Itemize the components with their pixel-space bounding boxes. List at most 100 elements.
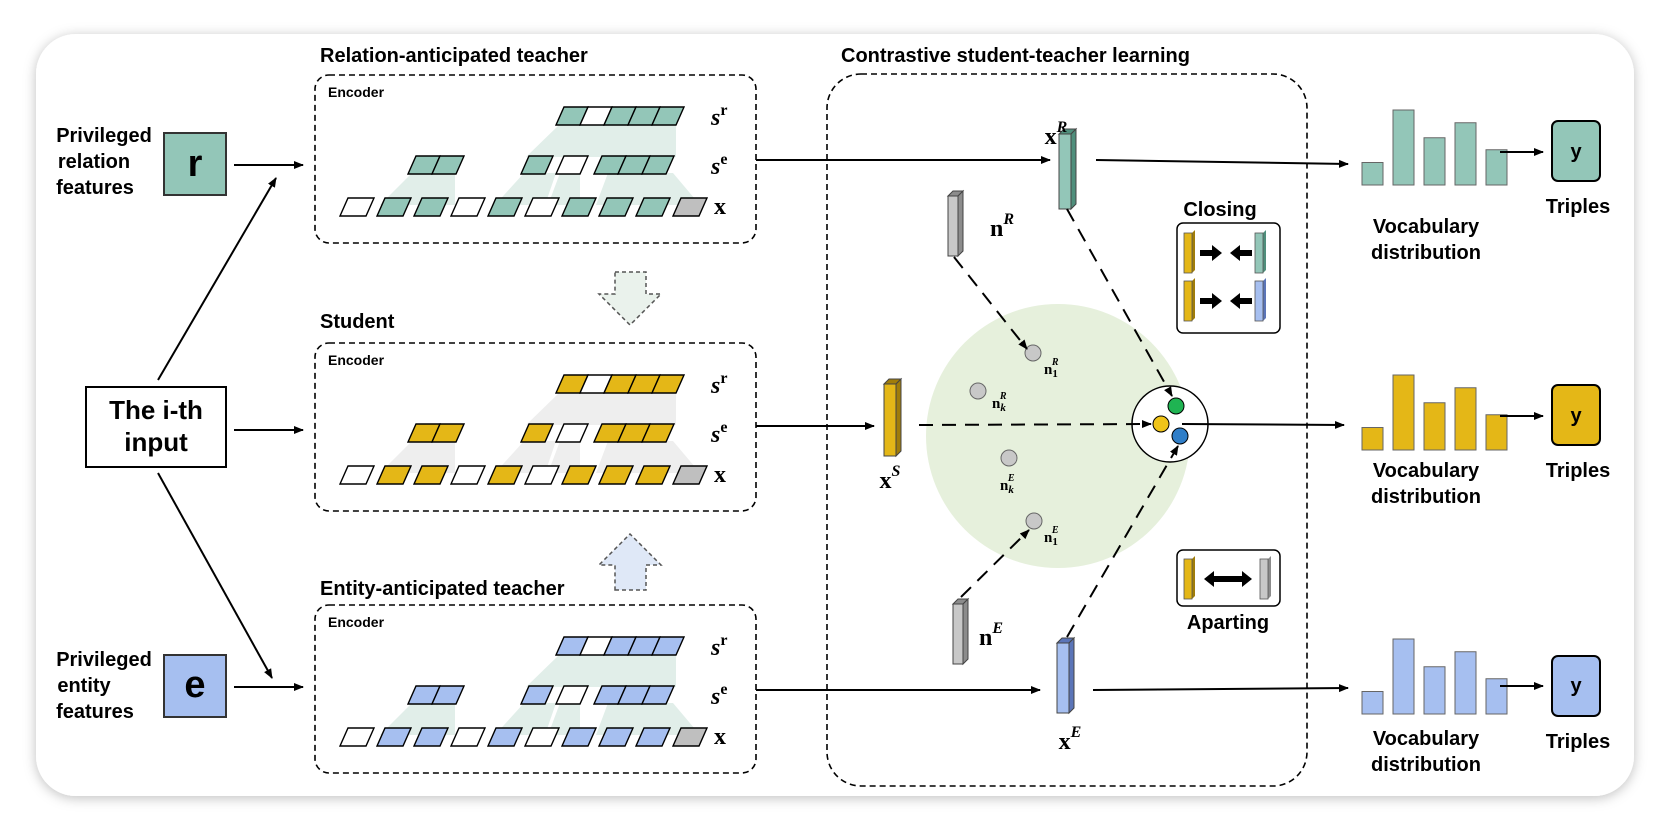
student-connector-1 [380,441,455,473]
entity-vocab-bar [1454,651,1477,715]
n1R-label: n1R [1044,357,1059,380]
student-x-token [486,465,524,485]
relation-sr-cell [650,106,686,126]
student-se-cell [640,423,676,443]
relation-x-token [449,197,487,217]
student-x-token [523,465,561,485]
closing-arrow-left-2 [1230,293,1252,309]
entity-se-cell [554,685,590,705]
nE-label: nE [979,620,1003,651]
nR-vector-side [957,189,964,258]
aparting-double-arrow [1204,571,1252,587]
nkR-label: nkR [992,391,1007,414]
relation-vocab-bar [1485,149,1508,186]
xS-vector-side [895,377,902,458]
relation-vocab-label-line1: Vocabulary [1373,216,1480,238]
relation-vocab-label-line2: distribution [1371,242,1481,264]
aparting-gray-bar [1259,558,1269,600]
dashed-arrow-xE [1066,445,1179,638]
cluster-dot-yellow [1152,415,1170,433]
xS-label: xS [880,463,901,494]
relation-sr-label: sr [710,102,727,131]
relation-feature-symbol: r [188,143,203,185]
xE-vector-side [1068,636,1075,715]
closing-teal-bar-side [1263,230,1266,273]
down-transfer-arrow [597,271,663,327]
relation-x-token [486,197,524,217]
student-x-label: x [714,462,726,488]
student-connector-upper [526,392,676,425]
xR-vector-side [1070,127,1077,211]
entity-x-token [523,727,561,747]
relation-caption-line1: Privileged [56,125,152,147]
student-vector [882,377,903,458]
entity-x-token [412,727,450,747]
xE-label: xE [1059,724,1082,755]
entity-sr-cell [650,636,686,656]
entity-caption-line2: entity [57,675,111,697]
entity-triples-label: Triples [1546,731,1610,753]
entity-x-label: x [714,724,726,750]
relation-x-token [375,197,413,217]
xR-label: xR [1045,119,1068,150]
input-label-line2: input [124,427,188,457]
aparting-gold-bar [1183,558,1193,600]
entity-feature-symbol: e [184,664,205,706]
nR-label: nR [990,211,1014,242]
relation-encoder-label: Encoder [328,84,385,100]
n1E-label: n1E [1044,525,1059,548]
closing-arrow-right-2 [1200,293,1222,309]
relation-triples-label: Triples [1546,196,1610,218]
aparting-label: Aparting [1187,612,1269,634]
entity-encoder-label: Encoder [328,614,385,630]
entity-connector-upper [526,654,676,687]
student-connector-2 [495,441,556,473]
entity-vocab-bar [1485,678,1508,715]
student-connector-3 [548,441,580,473]
student-vocab-bar [1485,414,1508,451]
closing-gold-bar-2-side [1192,278,1195,321]
aparting-gold-bar-side [1192,556,1195,599]
entity-x-token [338,727,376,747]
relation-connector-4 [596,173,700,205]
student-x-token [560,465,598,485]
teacher-relation-vector [1057,127,1078,211]
up-transfer-arrow [597,532,663,591]
student-x-token [597,465,635,485]
student-encoder-label: Encoder [328,352,385,368]
student-sr-cell [650,374,686,394]
xR-vector-face [1058,133,1072,210]
student-triples-label: Triples [1546,460,1610,482]
arrow-xR-to-vocab [1095,159,1349,168]
student-vocab-bar [1423,402,1446,451]
xE-vector-face [1056,642,1070,714]
entity-caption-line1: Privileged [56,649,152,671]
closing-teal-bar [1254,232,1264,274]
relation-se-cell [554,155,590,175]
relation-vocab-bar [1361,162,1384,186]
student-vocab-bar [1392,374,1415,451]
relation-caption-line3: features [56,177,134,199]
closing-gold-bar-2 [1183,280,1193,322]
input-label-line1: The i-th [109,395,203,425]
student-triple-y: y [1570,405,1582,427]
entity-caption-line3: features [56,701,134,723]
student-triple-box [1551,384,1601,446]
student-x-token [634,465,672,485]
student-x-token [449,465,487,485]
input-section: Privileged relation features r The i-th … [56,125,304,723]
relation-vocab-bar [1423,137,1446,186]
entity-sr-label: sr [710,632,727,661]
relation-x-token [523,197,561,217]
relation-x-token [634,197,672,217]
entity-x-token [634,727,672,747]
arrow-input-to-entity [157,472,273,679]
student-se-cell [554,423,590,443]
relation-se-cell [519,155,555,175]
student-sr-label: sr [710,370,727,399]
relation-connector-1 [380,173,455,205]
relation-vocab-bar [1454,122,1477,186]
student-title: Student [320,311,395,333]
student-connector-4 [596,441,700,473]
